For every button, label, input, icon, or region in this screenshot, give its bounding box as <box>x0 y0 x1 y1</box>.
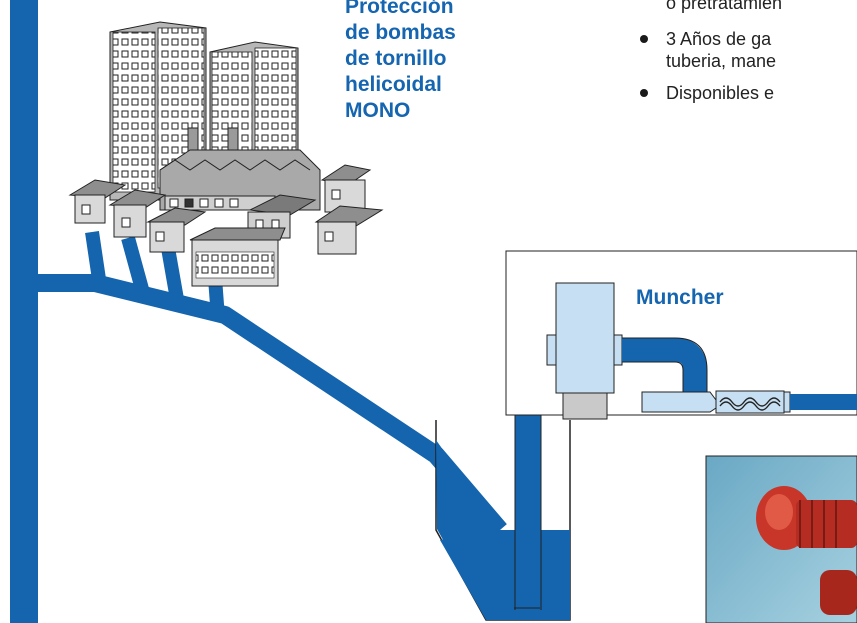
heading-line-2: de bombas <box>345 21 456 44</box>
bullet-item-1: o pretratamien <box>640 0 857 14</box>
muncher-unit <box>546 282 623 420</box>
bullet-item-2: 3 Años de ga tuberia, mane <box>640 28 857 72</box>
bullet-item-2-line-2: tuberia, mane <box>666 51 777 71</box>
discharge-pipe <box>622 337 708 393</box>
bullet-item-1-line-1: o pretratamien <box>666 0 783 13</box>
heading-line-5: MONO <box>345 99 411 122</box>
pump-motor-image <box>756 486 857 615</box>
bullet-item-3: Disponibles e <box>640 82 857 104</box>
bullet-dot-icon <box>640 35 648 43</box>
bullet-item-3-line-1: Disponibles e <box>666 83 775 103</box>
bullet-item-2-line-1: 3 Años de ga <box>666 29 772 49</box>
heading-line-3: de tornillo <box>345 47 447 70</box>
bullet-dot-icon <box>640 89 648 97</box>
house-1 <box>68 179 127 224</box>
house-3 <box>146 207 207 253</box>
muncher-label: Muncher <box>636 286 724 309</box>
heading-line-1: Protección <box>345 0 454 18</box>
house-6 <box>314 205 384 255</box>
tall-building-left <box>109 21 207 201</box>
apartment-block-small <box>189 227 286 287</box>
screw-pump <box>641 390 791 414</box>
main-sewer-pipe <box>10 0 38 623</box>
house-5 <box>320 164 372 213</box>
outlet-pipe <box>790 394 857 410</box>
section-heading: Protección de bombas de tornillo helicoi… <box>345 0 505 124</box>
feature-bullet-list: o pretratamien 3 Años de ga tuberia, man… <box>640 0 857 104</box>
heading-line-4: helicoidal <box>345 73 442 96</box>
house-2 <box>108 189 167 238</box>
product-photo <box>705 455 857 623</box>
